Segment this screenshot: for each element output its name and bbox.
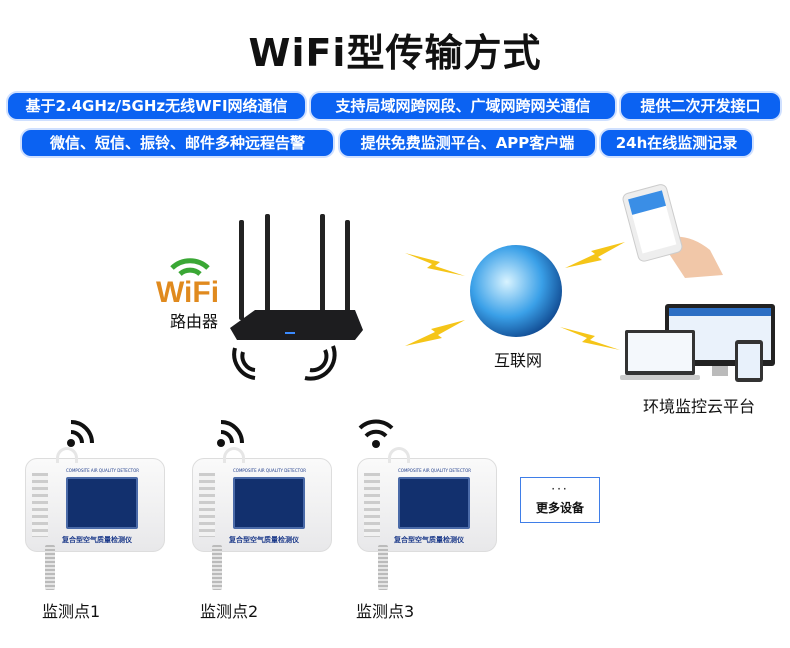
monitor-point-label: 监测点3 bbox=[356, 602, 415, 621]
phone-app-icon bbox=[622, 184, 723, 278]
feature-badge: 微信、短信、振铃、邮件多种远程告警 bbox=[22, 130, 333, 156]
lightning-icon bbox=[405, 253, 465, 276]
page-title: WiFi型传输方式 bbox=[248, 31, 542, 75]
router-icon bbox=[230, 214, 363, 381]
lightning-icon bbox=[405, 320, 465, 346]
wifi-signal-icon bbox=[217, 420, 244, 447]
feature-badge: 基于2.4GHz/5GHz无线WFI网络通信 bbox=[8, 93, 305, 119]
cloud-platform-label: 环境监控云平台 bbox=[643, 397, 756, 416]
wifi-logo-icon: WiFi bbox=[156, 258, 219, 309]
cloud-platform-screens-icon bbox=[620, 304, 775, 382]
monitor-point-label: 监测点2 bbox=[200, 602, 259, 621]
internet-globe-icon bbox=[470, 245, 562, 337]
router-label: 路由器 bbox=[170, 312, 219, 331]
device-screen bbox=[398, 477, 470, 529]
wifi-signal-icon bbox=[358, 419, 394, 448]
sensor-probe bbox=[212, 545, 222, 590]
sensor-probe bbox=[45, 545, 55, 590]
more-devices-label: 更多设备 bbox=[535, 501, 584, 515]
feature-badge: 提供免费监测平台、APP客户端 bbox=[340, 130, 595, 156]
device-screen bbox=[66, 477, 138, 529]
internet-label: 互联网 bbox=[494, 351, 543, 370]
lightning-icon bbox=[565, 242, 625, 268]
ellipsis: ··· bbox=[551, 482, 569, 496]
more-devices-box: ··· 更多设备 bbox=[520, 477, 600, 523]
wifi-signal-icon bbox=[67, 420, 94, 447]
feature-badge: 提供二次开发接口 bbox=[621, 93, 780, 119]
device-screen bbox=[233, 477, 305, 529]
wifi-logo-text: WiFi bbox=[156, 276, 219, 309]
monitor-point-label: 监测点1 bbox=[42, 602, 101, 621]
sensor-probe bbox=[378, 545, 388, 590]
feature-badge: 24h在线监测记录 bbox=[601, 130, 752, 156]
feature-badge: 支持局域网跨网段、广域网跨网关通信 bbox=[311, 93, 615, 119]
lightning-icon bbox=[560, 327, 620, 350]
